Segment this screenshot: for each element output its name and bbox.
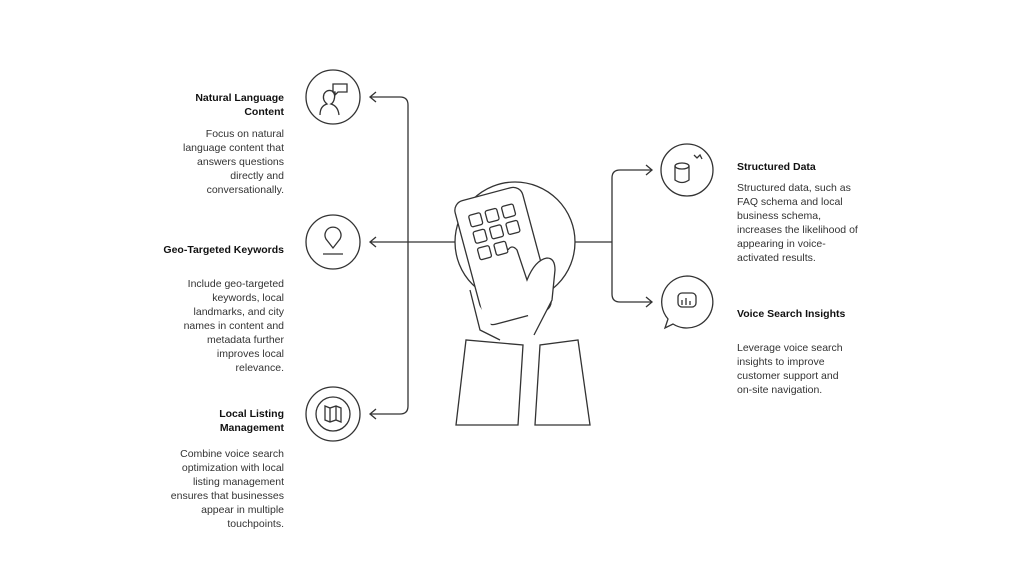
hands-tablet-icon — [454, 181, 591, 426]
item-description: Focus on natural language content that a… — [182, 128, 284, 196]
item-description: Leverage voice search insights to improv… — [737, 342, 843, 396]
person-speech-icon — [305, 69, 361, 125]
item-description: Combine voice search optimization with l… — [170, 448, 284, 530]
item-title: Voice Search Insights — [737, 308, 846, 320]
location-pin-icon — [305, 214, 361, 270]
right-arrowheads — [645, 164, 654, 308]
database-icon — [660, 143, 714, 197]
left-arrowheads — [368, 91, 377, 420]
item-title: Geo-Targeted Keywords — [163, 244, 284, 256]
item-description: Structured data, such as FAQ schema and … — [737, 182, 858, 264]
item-description: Include geo-targeted keywords, local lan… — [183, 278, 284, 374]
item-title: Structured Data — [737, 161, 816, 173]
item-title: Local Listing Management — [219, 408, 284, 434]
item-natural-language-content: Natural Language Content Focus on natura… — [154, 91, 284, 197]
chart-bubble-icon — [661, 275, 714, 330]
item-title: Natural Language Content — [195, 92, 284, 118]
right-connector-lines — [575, 169, 652, 303]
map-icon — [305, 386, 361, 442]
item-voice-search-insights: Voice Search Insights Leverage voice sea… — [737, 307, 867, 397]
item-local-listing-management: Local Listing Management Combine voice s… — [154, 407, 284, 531]
item-geo-targeted-keywords: Geo-Targeted Keywords Include geo-target… — [154, 243, 284, 375]
item-structured-data: Structured Data Structured data, such as… — [737, 160, 867, 265]
left-connector-lines — [370, 96, 455, 415]
